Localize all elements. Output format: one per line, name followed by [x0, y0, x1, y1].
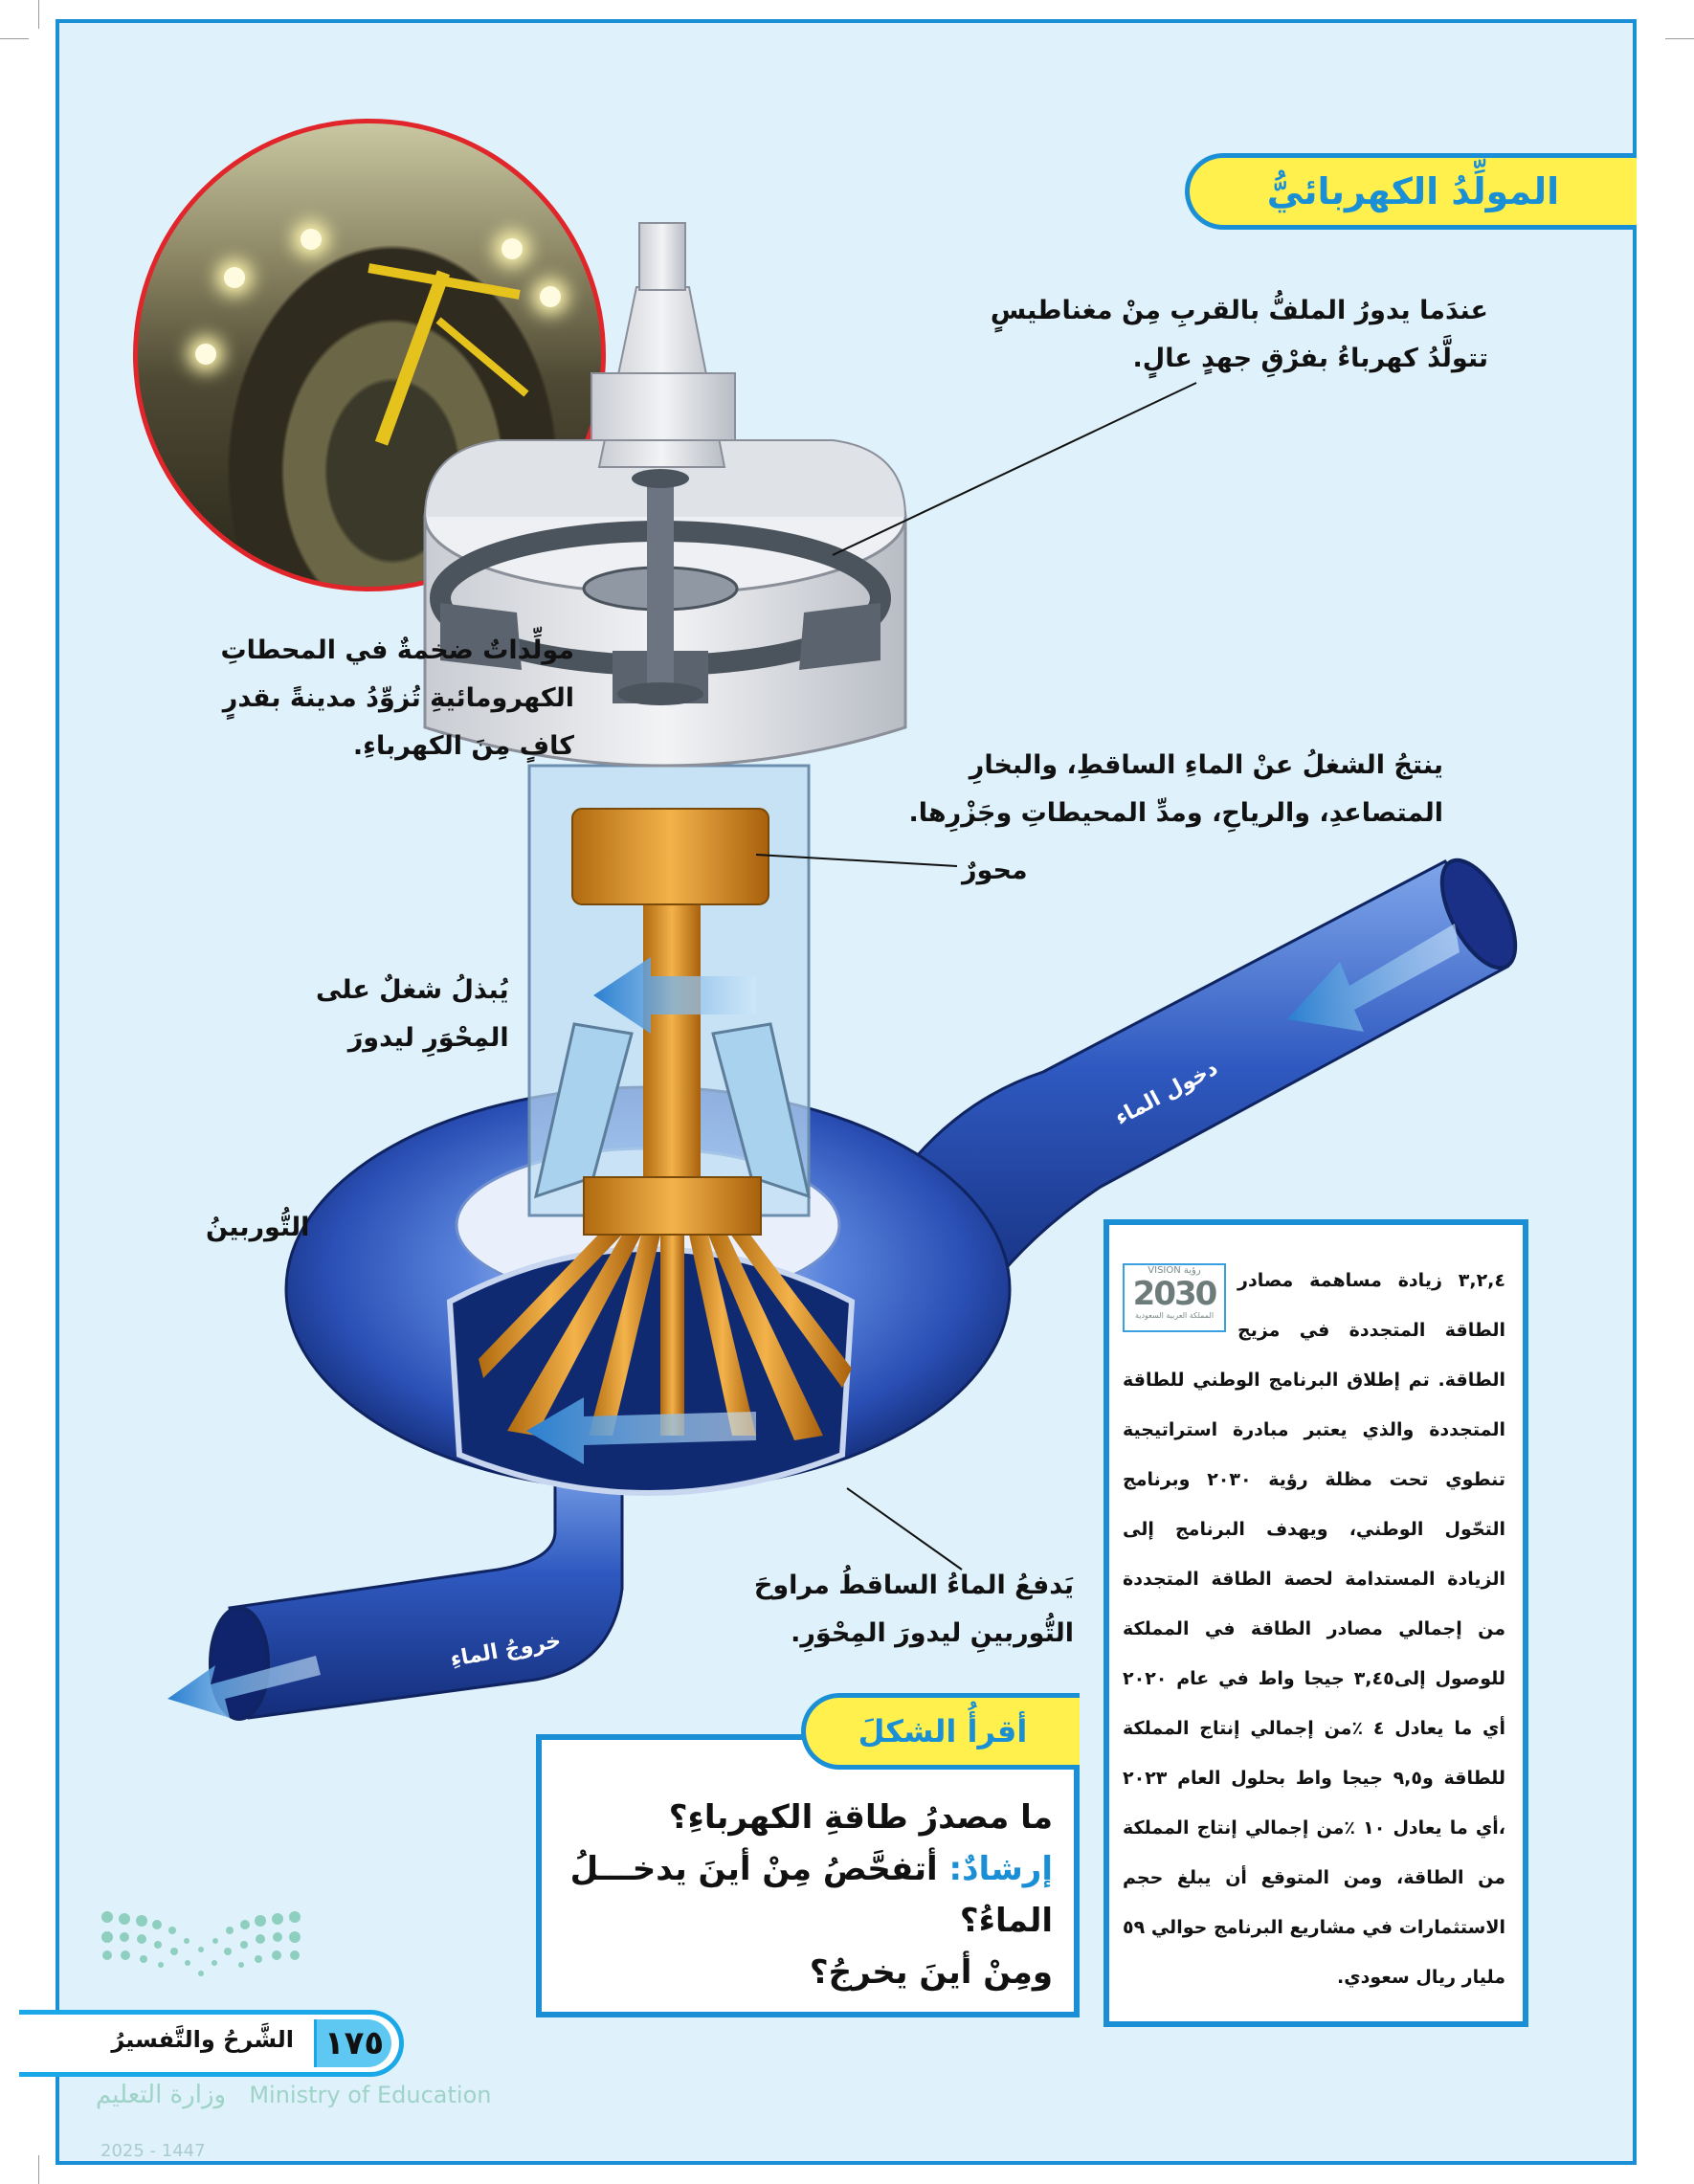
caption-line: يُبذلُ شغلٌ على [316, 975, 509, 1005]
section-title-banner: المولِّدُ الكهربائيُّ [1185, 153, 1637, 230]
caption-line: كافٍ مِنَ الكهرباءِ. [352, 731, 574, 761]
watermark-english: Ministry of Education [249, 2082, 492, 2108]
vision-2030-logo: VISION رؤية 2030 المملكة العربية السعودي… [1123, 1263, 1226, 1332]
vision-logo-year: 2030 [1132, 1275, 1218, 1313]
page-number: ١٧٥ [314, 2019, 391, 2067]
caption-line: الكهرومائيةِ تُزوِّدُ مدينةً بقدرٍ [222, 683, 574, 713]
section-title: المولِّدُ الكهربائيُّ [1266, 170, 1560, 212]
caption-line: المِحْوَرِ ليدورَ [347, 1023, 509, 1053]
crop-mark [1665, 38, 1694, 39]
caption-work-source: ينتجُ الشغلُ عنْ الماءِ الساقطِ، والبخار… [909, 742, 1443, 837]
watermark-year: 2025 - 1447 [100, 2141, 206, 2161]
hint-label: إرشادٌ: [948, 1850, 1053, 1888]
caption-line: التُّوربينِ ليدورَ المِحْوَرِ. [791, 1618, 1074, 1648]
footer-title: الشَّرحُ والتَّفسيرُ [111, 2026, 294, 2053]
caption-line: تتولَّدُ كهرباءُ بفرْقِ جهدٍ عالٍ. [1132, 344, 1488, 373]
outlet-pipe [228, 1453, 624, 1720]
caption-line: يَدفعُ الماءُ الساقطُ مراوحَ [753, 1571, 1074, 1600]
read-figure-tab: أقرأُ الشكلَ [801, 1693, 1080, 1770]
read-figure-box: ما مصدرُ طاقةِ الكهرباءِ؟ إرشادٌ: أتفحَّ… [536, 1734, 1080, 2017]
shaft [643, 861, 701, 1206]
caption-work-on-shaft: يُبذلُ شغلٌ على المِحْوَرِ ليدورَ [316, 967, 509, 1062]
vision-logo-sub: المملكة العربية السعودية [1134, 1311, 1215, 1320]
caption-line: مولِّداتٌ ضخمةٌ في المحطاتِ [220, 635, 574, 665]
caption-large-generators: مولِّداتٌ ضخمةٌ في المحطاتِ الكهرومائيةِ… [96, 627, 574, 770]
read-figure-title: أقرأُ الشكلَ [858, 1713, 1028, 1749]
question: ما مصدرُ طاقةِ الكهرباءِ؟ [668, 1798, 1053, 1837]
info-text: ٣,٢,٤ زيادة مساهمة مصادر الطاقة المتجددة… [1123, 1270, 1506, 1988]
crop-mark [0, 38, 29, 39]
hint-continued: ومِنْ أينَ يخرجُ؟ [809, 1953, 1053, 1992]
hint: إرشادٌ: أتفحَّصُ مِنْ أينَ يدخـــلُ الما… [555, 1843, 1053, 1947]
crop-mark [38, 2155, 39, 2184]
caption-line: المتصاعدِ، والرياحِ، ومدِّ المحيطاتِ وجَ… [908, 798, 1443, 828]
caption-line: ينتجُ الشغلُ عنْ الماءِ الساقطِ، والبخار… [969, 750, 1443, 780]
caption-falling-water: يَدفعُ الماءُ الساقطُ مراوحَ التُّوربينِ… [754, 1562, 1074, 1658]
vision-2030-info-box: VISION رؤية 2030 المملكة العربية السعودي… [1103, 1219, 1528, 2027]
turbine-blades [479, 1176, 852, 1440]
hint-text: أتفحَّصُ مِنْ أينَ يدخـــلُ الماءُ؟ [569, 1850, 1053, 1940]
caption-line: عندَما يدورُ الملفُّ بالقربِ مِنْ مغناطي… [990, 296, 1488, 325]
vision-logo-top: VISION رؤية [1148, 1265, 1201, 1276]
ministry-watermark: وزارة التعليم Ministry of Education [96, 2081, 491, 2109]
label-shaft: محورٌ [962, 856, 1028, 885]
ministry-logo-icon [101, 1911, 301, 1976]
label-turbine: التُّوربينُ [206, 1213, 310, 1242]
crop-mark [38, 0, 39, 29]
watermark-arabic: وزارة التعليم [96, 2081, 227, 2109]
page-footer: الشَّرحُ والتَّفسيرُ ١٧٥ [19, 2010, 404, 2077]
caption-generator-coil: عندَما يدورُ الملفُّ بالقربِ مِنْ مغناطي… [991, 287, 1488, 383]
